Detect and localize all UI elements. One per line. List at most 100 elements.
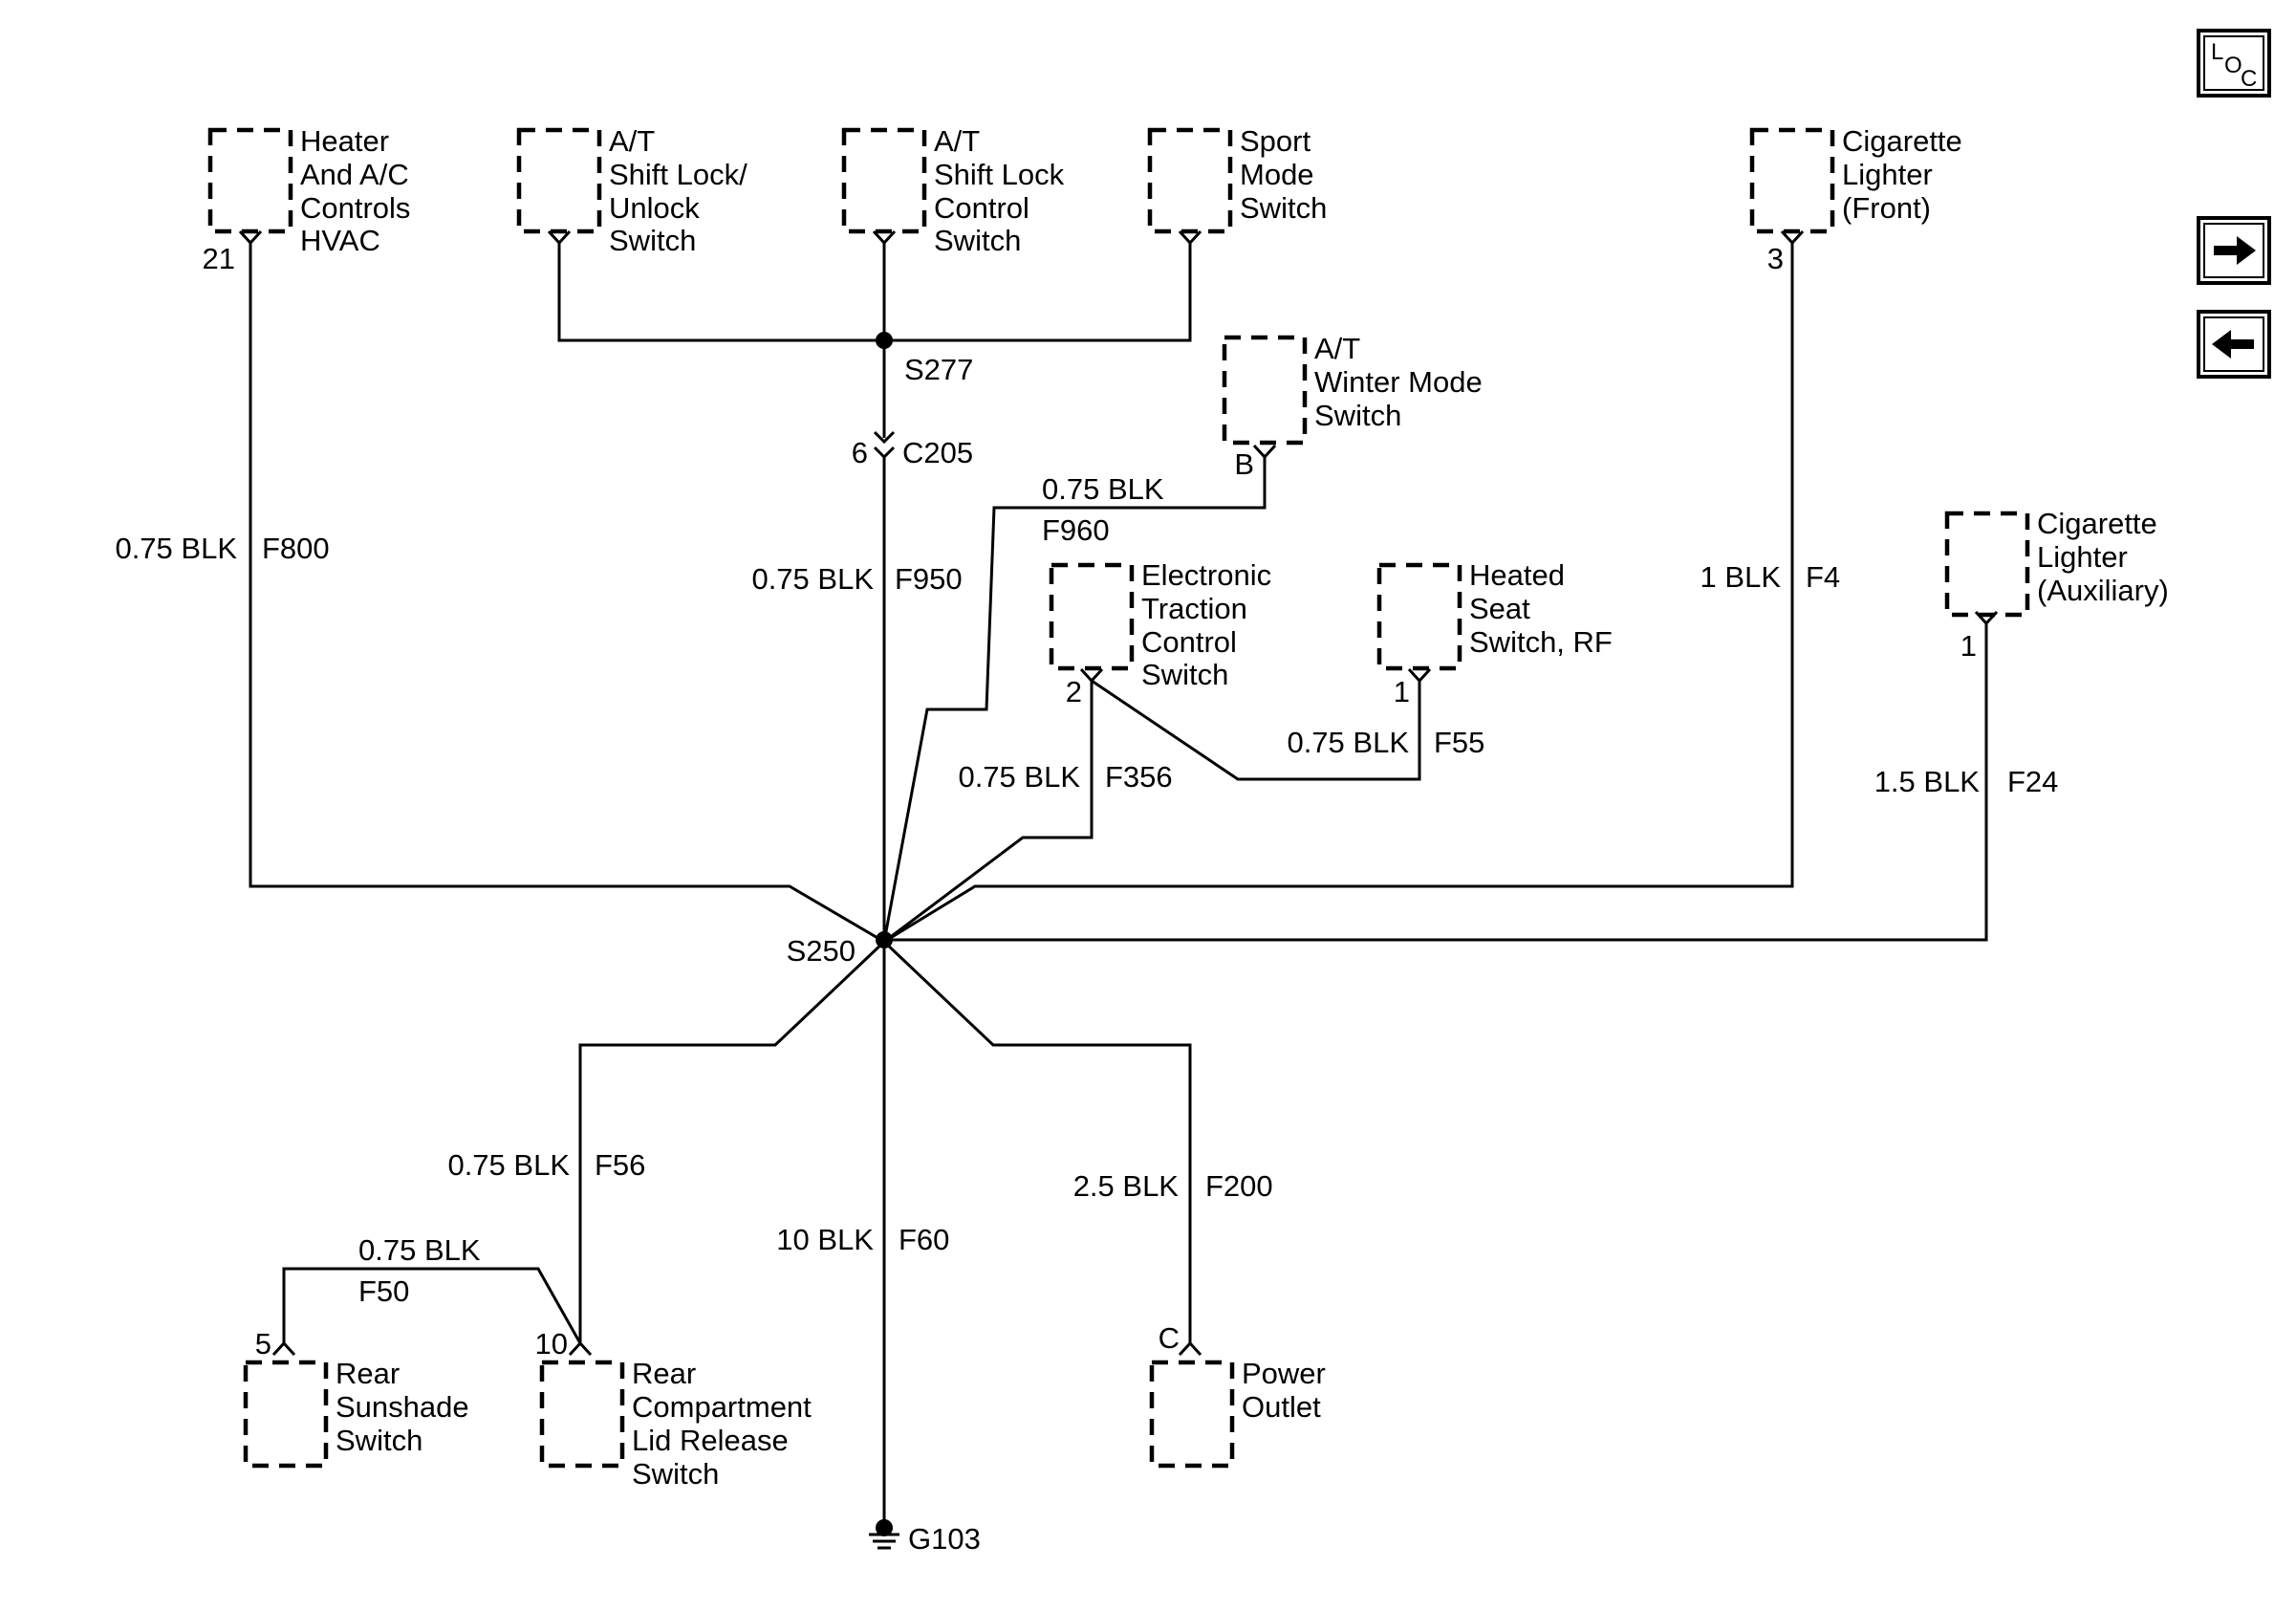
wire-f960 <box>882 457 1267 943</box>
wire-label-f56-circuit: F56 <box>595 1148 645 1182</box>
svg-text:Winter Mode: Winter Mode <box>1314 365 1483 399</box>
svg-text:Seat: Seat <box>1469 592 1530 625</box>
pin-winter-mode: B <box>1234 447 1254 481</box>
box-sport-mode <box>1147 127 1233 234</box>
label-sport-mode: Sport Mode Switch <box>1240 124 1327 225</box>
svg-text:A/T: A/T <box>609 124 655 158</box>
wire-label-f960-gauge: 0.75 BLK <box>1042 472 1164 506</box>
splice-s250 <box>876 931 893 948</box>
svg-text:Heater: Heater <box>300 124 389 158</box>
wire-s277-bus <box>557 243 1192 342</box>
wire-label-f24-gauge: 1.5 BLK <box>1874 765 1981 798</box>
wire-f4 <box>883 243 1794 944</box>
svg-text:Heated: Heated <box>1469 558 1565 592</box>
svg-text:Switch, RF: Switch, RF <box>1469 625 1613 659</box>
wire-label-f55-circuit: F55 <box>1434 726 1484 759</box>
box-rear-sunshade <box>243 1360 329 1469</box>
svg-text:(Front): (Front) <box>1842 191 1931 225</box>
wire-label-f50-gauge: 0.75 BLK <box>358 1233 481 1267</box>
svg-text:Control: Control <box>934 191 1029 225</box>
svg-text:Outlet: Outlet <box>1242 1390 1321 1424</box>
pin-traction-control: 2 <box>1066 675 1082 708</box>
wire-label-f24-circuit: F24 <box>2007 765 2058 798</box>
box-traction-control <box>1049 562 1135 671</box>
loc-letter-o: O <box>2224 53 2242 78</box>
wire-label-f60-circuit: F60 <box>899 1223 949 1256</box>
arrow-right-icon <box>2214 236 2256 265</box>
loc-letter-c: C <box>2241 66 2257 92</box>
label-shift-lock-control: A/T Shift Lock Control Switch <box>934 124 1065 257</box>
splice-label-s250: S250 <box>787 934 856 968</box>
prev-page-button[interactable] <box>2197 310 2271 379</box>
box-hvac <box>207 127 293 234</box>
svg-text:Traction: Traction <box>1141 592 1247 625</box>
box-shift-lock-unlock <box>516 127 602 234</box>
loc-button[interactable]: L O C <box>2197 29 2271 98</box>
svg-text:Switch: Switch <box>1141 658 1228 691</box>
next-page-button[interactable] <box>2197 216 2271 285</box>
wire-label-f4-gauge: 1 BLK <box>1700 560 1782 594</box>
wire-f50 <box>282 1267 582 1344</box>
ground-symbol-icon <box>869 1519 899 1550</box>
svg-text:HVAC: HVAC <box>300 224 380 257</box>
splice-label-s277: S277 <box>904 353 973 386</box>
svg-text:Compartment: Compartment <box>632 1390 812 1424</box>
wire-label-f56-gauge: 0.75 BLK <box>447 1148 570 1182</box>
label-rear-compartment: Rear Compartment Lid Release Switch <box>632 1357 812 1491</box>
pin-heated-seat: 1 <box>1394 675 1410 708</box>
box-lighter-aux <box>1944 511 2030 618</box>
wire-f24 <box>884 623 1988 942</box>
wire-label-f800-gauge: 0.75 BLK <box>115 532 237 565</box>
box-rear-compartment <box>539 1360 625 1469</box>
svg-text:Switch: Switch <box>934 224 1021 257</box>
pin-hvac: 21 <box>203 242 235 275</box>
wire-label-f200-gauge: 2.5 BLK <box>1073 1169 1180 1203</box>
wire-label-f55-gauge: 0.75 BLK <box>1287 726 1409 759</box>
pin-rear-compartment: 10 <box>535 1327 568 1361</box>
svg-text:Cigarette: Cigarette <box>2037 507 2157 540</box>
wire-f55 <box>1091 679 1421 781</box>
svg-text:Sport: Sport <box>1240 124 1310 158</box>
svg-text:A/T: A/T <box>934 124 980 158</box>
svg-text:And A/C: And A/C <box>300 158 409 191</box>
label-rear-sunshade: Rear Sunshade Switch <box>336 1357 469 1457</box>
label-heated-seat: Heated Seat Switch, RF <box>1469 558 1613 659</box>
box-lighter-front <box>1749 127 1835 234</box>
component-boxes <box>207 127 2030 1469</box>
svg-text:Switch: Switch <box>336 1424 422 1457</box>
wire-label-f356-gauge: 0.75 BLK <box>958 760 1080 794</box>
svg-text:Shift Lock/: Shift Lock/ <box>609 158 747 191</box>
box-shift-lock-control <box>841 127 927 234</box>
wire-label-f950-circuit: F950 <box>895 562 963 596</box>
wire-label-f960-circuit: F960 <box>1042 513 1110 547</box>
svg-text:Switch: Switch <box>1314 399 1401 432</box>
box-power-outlet <box>1149 1360 1235 1469</box>
wires <box>249 243 1988 1528</box>
wire-f356 <box>883 681 1094 944</box>
wire-label-f50-circuit: F50 <box>358 1274 409 1308</box>
wire-label-f950-gauge: 0.75 BLK <box>751 562 874 596</box>
label-power-outlet: Power Outlet <box>1242 1357 1326 1424</box>
wire-f56 <box>578 940 886 1343</box>
svg-text:Controls: Controls <box>300 191 410 225</box>
ground-label-g103: G103 <box>908 1522 981 1556</box>
connector-label-c205: C205 <box>902 436 973 469</box>
pin-c205: 6 <box>852 436 868 469</box>
wire-label-f60-gauge: 10 BLK <box>776 1223 874 1256</box>
loc-letter-l: L <box>2211 39 2223 65</box>
box-winter-mode <box>1222 335 1308 446</box>
svg-text:Control: Control <box>1141 625 1237 659</box>
label-traction-control: Electronic Traction Control Switch <box>1141 558 1271 691</box>
svg-text:Switch: Switch <box>1240 191 1327 225</box>
svg-text:Unlock: Unlock <box>609 191 700 225</box>
c205-connector-mark <box>873 430 896 460</box>
splice-s277 <box>876 332 893 349</box>
svg-text:Sunshade: Sunshade <box>336 1390 469 1424</box>
wire-f800 <box>249 243 885 944</box>
svg-text:Lighter: Lighter <box>2037 540 2128 574</box>
svg-text:Electronic: Electronic <box>1141 558 1271 592</box>
svg-text:Switch: Switch <box>632 1457 719 1491</box>
label-hvac: Heater And A/C Controls HVAC <box>300 124 410 257</box>
svg-text:Switch: Switch <box>609 224 696 257</box>
